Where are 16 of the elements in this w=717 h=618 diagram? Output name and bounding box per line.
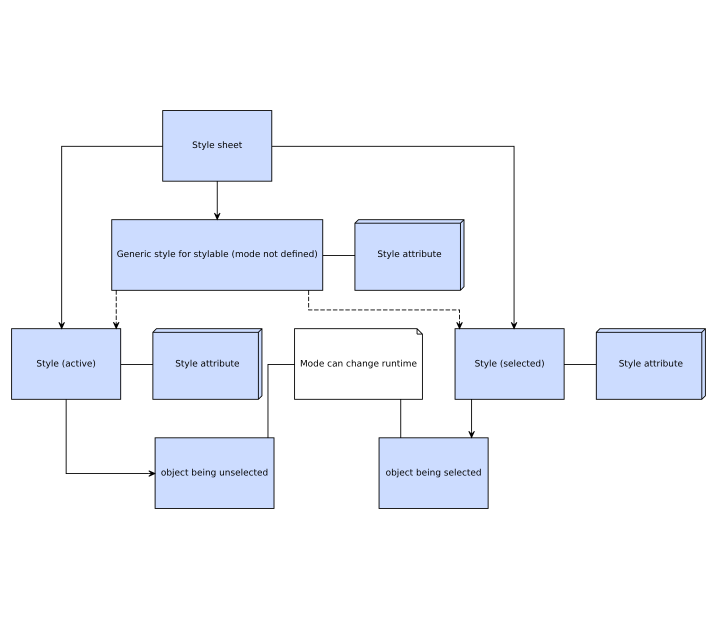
node-box: Style (selected) (454, 328, 565, 400)
node-box: Generic style for stylable (mode not defined) (111, 218, 324, 290)
arrow (272, 145, 518, 329)
node-box: object being selected (378, 436, 489, 508)
arrow (112, 289, 120, 328)
arrow (66, 398, 156, 476)
arrow (58, 145, 163, 329)
arrow (214, 180, 220, 220)
connector (268, 364, 295, 438)
node-box: Style (active) (11, 328, 122, 400)
node-box: object being unselected (154, 436, 274, 508)
connector (400, 398, 402, 438)
arrow (308, 289, 463, 328)
node-box: Style sheet (162, 110, 272, 182)
connector (322, 254, 356, 256)
arrow (468, 398, 475, 438)
